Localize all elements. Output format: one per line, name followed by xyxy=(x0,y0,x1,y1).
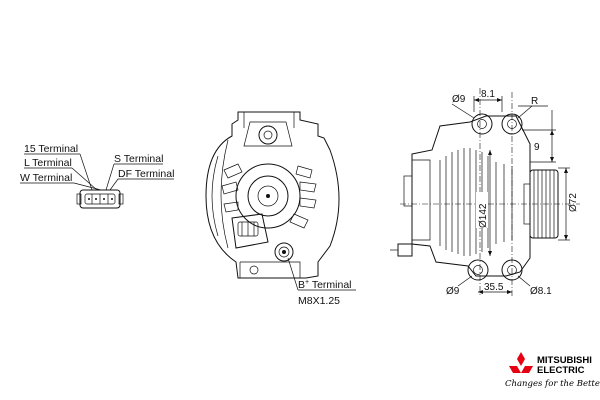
dim-body-diameter: Ø142 xyxy=(478,203,489,228)
brand-name-line1: MITSUBISHI xyxy=(537,355,592,366)
dim-35-5: 35.5 xyxy=(484,282,504,293)
rear-view: B+ Terminal M8X1.25 xyxy=(205,111,356,307)
brand-name-line2: ELECTRIC xyxy=(537,365,585,376)
dim-pulley-diameter: Ø72 xyxy=(568,193,579,212)
brand-tagline: Changes for the Better xyxy=(505,379,600,389)
label-s-terminal: S Terminal xyxy=(114,153,163,165)
label-15-terminal: 15 Terminal xyxy=(24,143,78,155)
dim-bolt-hole-top: Ø9 xyxy=(452,94,466,105)
dim-bolt-hole-bottom: Ø9 xyxy=(446,286,460,297)
side-view: Ø9 8.1 R 9 Ø72 Ø142 Ø9 35 xyxy=(390,88,580,297)
connector-callouts: 15 Terminal L Terminal W Terminal S Term… xyxy=(20,143,174,209)
mitsubishi-logo: MITSUBISHI ELECTRIC Changes for the Bett… xyxy=(505,352,600,389)
connector-icon xyxy=(76,189,124,209)
dim-height-9: 9 xyxy=(534,142,540,153)
dim-radius: R xyxy=(531,96,538,107)
label-w-terminal: W Terminal xyxy=(20,172,72,184)
label-l-terminal: L Terminal xyxy=(24,157,72,169)
dim-bolt-hole-8-1: Ø8.1 xyxy=(530,286,552,297)
label-b-plus-terminal: B+ Terminal xyxy=(298,279,352,291)
dim-width-top: 8.1 xyxy=(481,89,495,100)
three-diamonds-icon xyxy=(509,352,533,373)
label-thread-size: M8X1.25 xyxy=(298,295,340,307)
label-df-terminal: DF Terminal xyxy=(118,168,174,180)
